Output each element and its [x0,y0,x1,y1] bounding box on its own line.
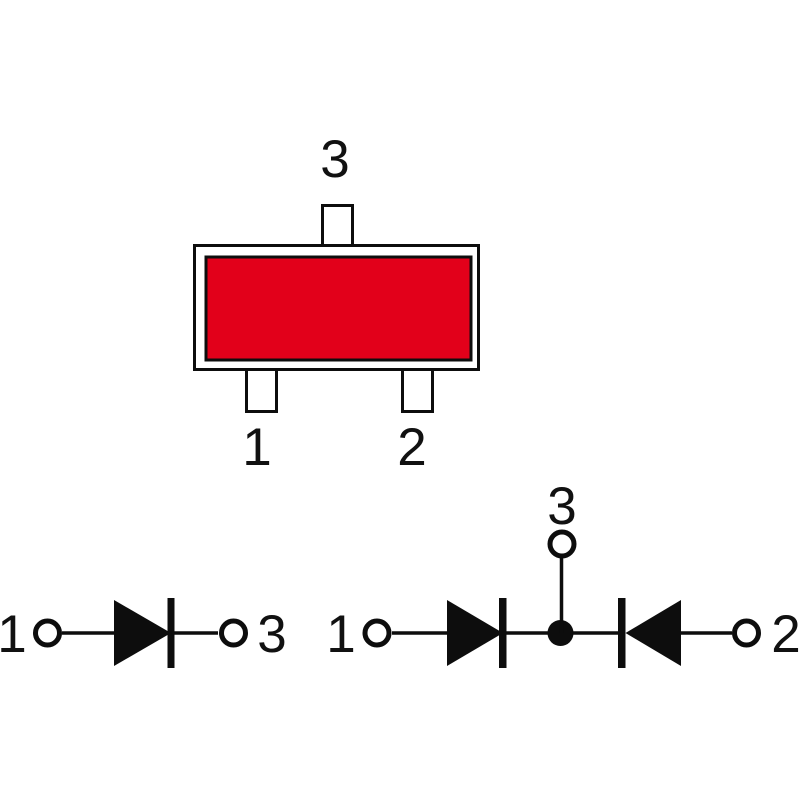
single-diode-symbol: 1 3 [0,598,287,668]
pin-2-label: 2 [397,418,426,477]
pin-1-label: 1 [242,418,271,477]
dual-diode-left-cathode-bar-icon [499,598,507,668]
dual-diode-terminal-3-circle [547,529,577,559]
dual-diode-terminal-1-label: 1 [326,605,355,664]
dual-diode-terminal-1-circle [362,618,392,648]
dual-diode-left-anode-triangle-icon [447,600,503,666]
dual-diode-terminal-2-label: 2 [771,605,800,664]
single-diode-terminal-3-label: 3 [257,605,286,664]
single-diode-cathode-bar-icon [167,598,175,668]
package-body-red-fill [204,255,473,362]
dual-diode-right-cathode-bar-icon [618,598,626,668]
pin-3-lead [321,204,354,249]
dual-diode-terminal-3-label: 3 [547,477,576,536]
sot23-package-top-view: 3 1 2 [193,130,480,477]
single-diode-anode-triangle-icon [114,600,171,666]
dual-diode-terminal-2-circle [732,618,761,648]
pin-3-label: 3 [320,130,349,189]
pin-1-lead [245,368,278,413]
pin-2-lead [401,368,434,413]
single-diode-terminal-3-circle [219,618,248,648]
single-diode-terminal-1-label: 1 [0,605,27,664]
dual-diode-right-anode-triangle-icon [625,600,681,666]
dual-diode-common-cathode-symbol: 1 3 2 [326,477,800,668]
single-diode-terminal-1-circle [33,618,62,648]
